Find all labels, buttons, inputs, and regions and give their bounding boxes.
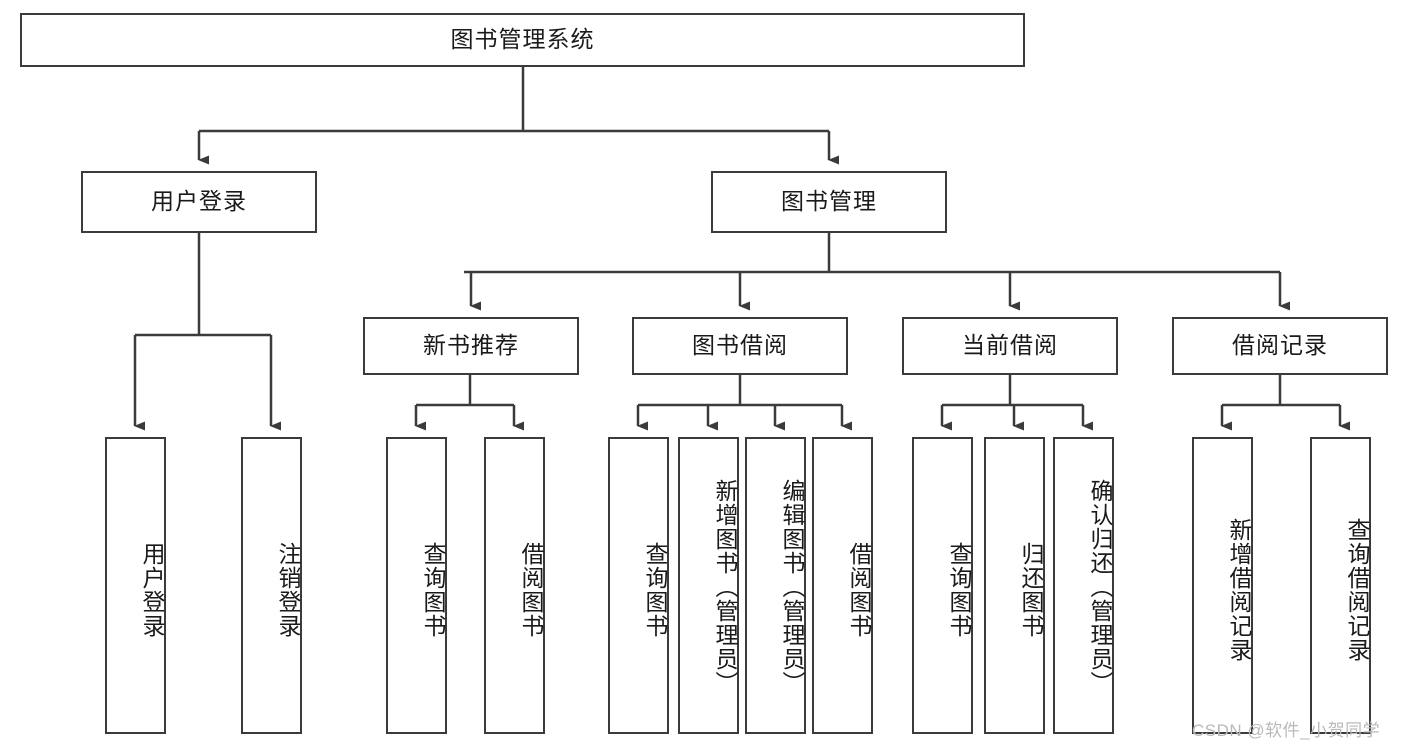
node-leaf-user-login[interactable]: 用户登录 [105,437,166,734]
node-leaf-add-borrow-record[interactable]: 新增借阅记录 [1192,437,1253,734]
node-label: 查询图书 [946,541,972,638]
node-book-management[interactable]: 图书管理 [711,171,947,233]
node-label: 查询图书 [420,541,446,638]
node-label: 确认归还（管理员） [1087,478,1113,695]
node-borrow-record[interactable]: 借阅记录 [1172,317,1388,375]
node-label: 编辑图书（管理员） [779,478,805,695]
watermark-label: CSDN @软件_小贺同学 [1192,721,1381,740]
node-leaf-borrow-book-1[interactable]: 借阅图书 [484,437,545,734]
node-label: 图书管理系统 [450,26,595,53]
node-label: 图书管理 [781,188,877,215]
node-label: 借阅图书 [518,541,544,638]
node-leaf-borrow-book-2[interactable]: 借阅图书 [812,437,873,734]
node-label: 新增图书（管理员） [712,478,738,695]
node-new-book-recommend[interactable]: 新书推荐 [363,317,579,375]
node-label: 新增借阅记录 [1226,517,1252,662]
node-leaf-query-book-2[interactable]: 查询图书 [608,437,669,734]
node-label: 新书推荐 [423,332,519,359]
node-label: 查询图书 [642,541,668,638]
node-label: 图书借阅 [692,332,788,359]
node-label: 借阅记录 [1232,332,1328,359]
node-label: 注销登录 [275,541,301,638]
node-leaf-confirm-return[interactable]: 确认归还（管理员） [1053,437,1114,734]
node-label: 借阅图书 [846,541,872,638]
node-label: 当前借阅 [962,332,1058,359]
node-current-borrow[interactable]: 当前借阅 [902,317,1118,375]
node-leaf-query-book-1[interactable]: 查询图书 [386,437,447,734]
node-label: 用户登录 [139,541,165,638]
node-user-login[interactable]: 用户登录 [81,171,317,233]
node-leaf-return-book[interactable]: 归还图书 [984,437,1045,734]
node-label: 用户登录 [151,188,247,215]
node-label: 查询借阅记录 [1344,517,1370,662]
node-label: 归还图书 [1018,541,1044,638]
node-leaf-add-book[interactable]: 新增图书（管理员） [678,437,739,734]
node-root-title[interactable]: 图书管理系统 [20,13,1025,67]
node-leaf-logout-login[interactable]: 注销登录 [241,437,302,734]
node-leaf-edit-book[interactable]: 编辑图书（管理员） [745,437,806,734]
node-book-borrow[interactable]: 图书借阅 [632,317,848,375]
node-leaf-query-borrow-record[interactable]: 查询借阅记录 [1310,437,1371,734]
node-leaf-query-book-3[interactable]: 查询图书 [912,437,973,734]
